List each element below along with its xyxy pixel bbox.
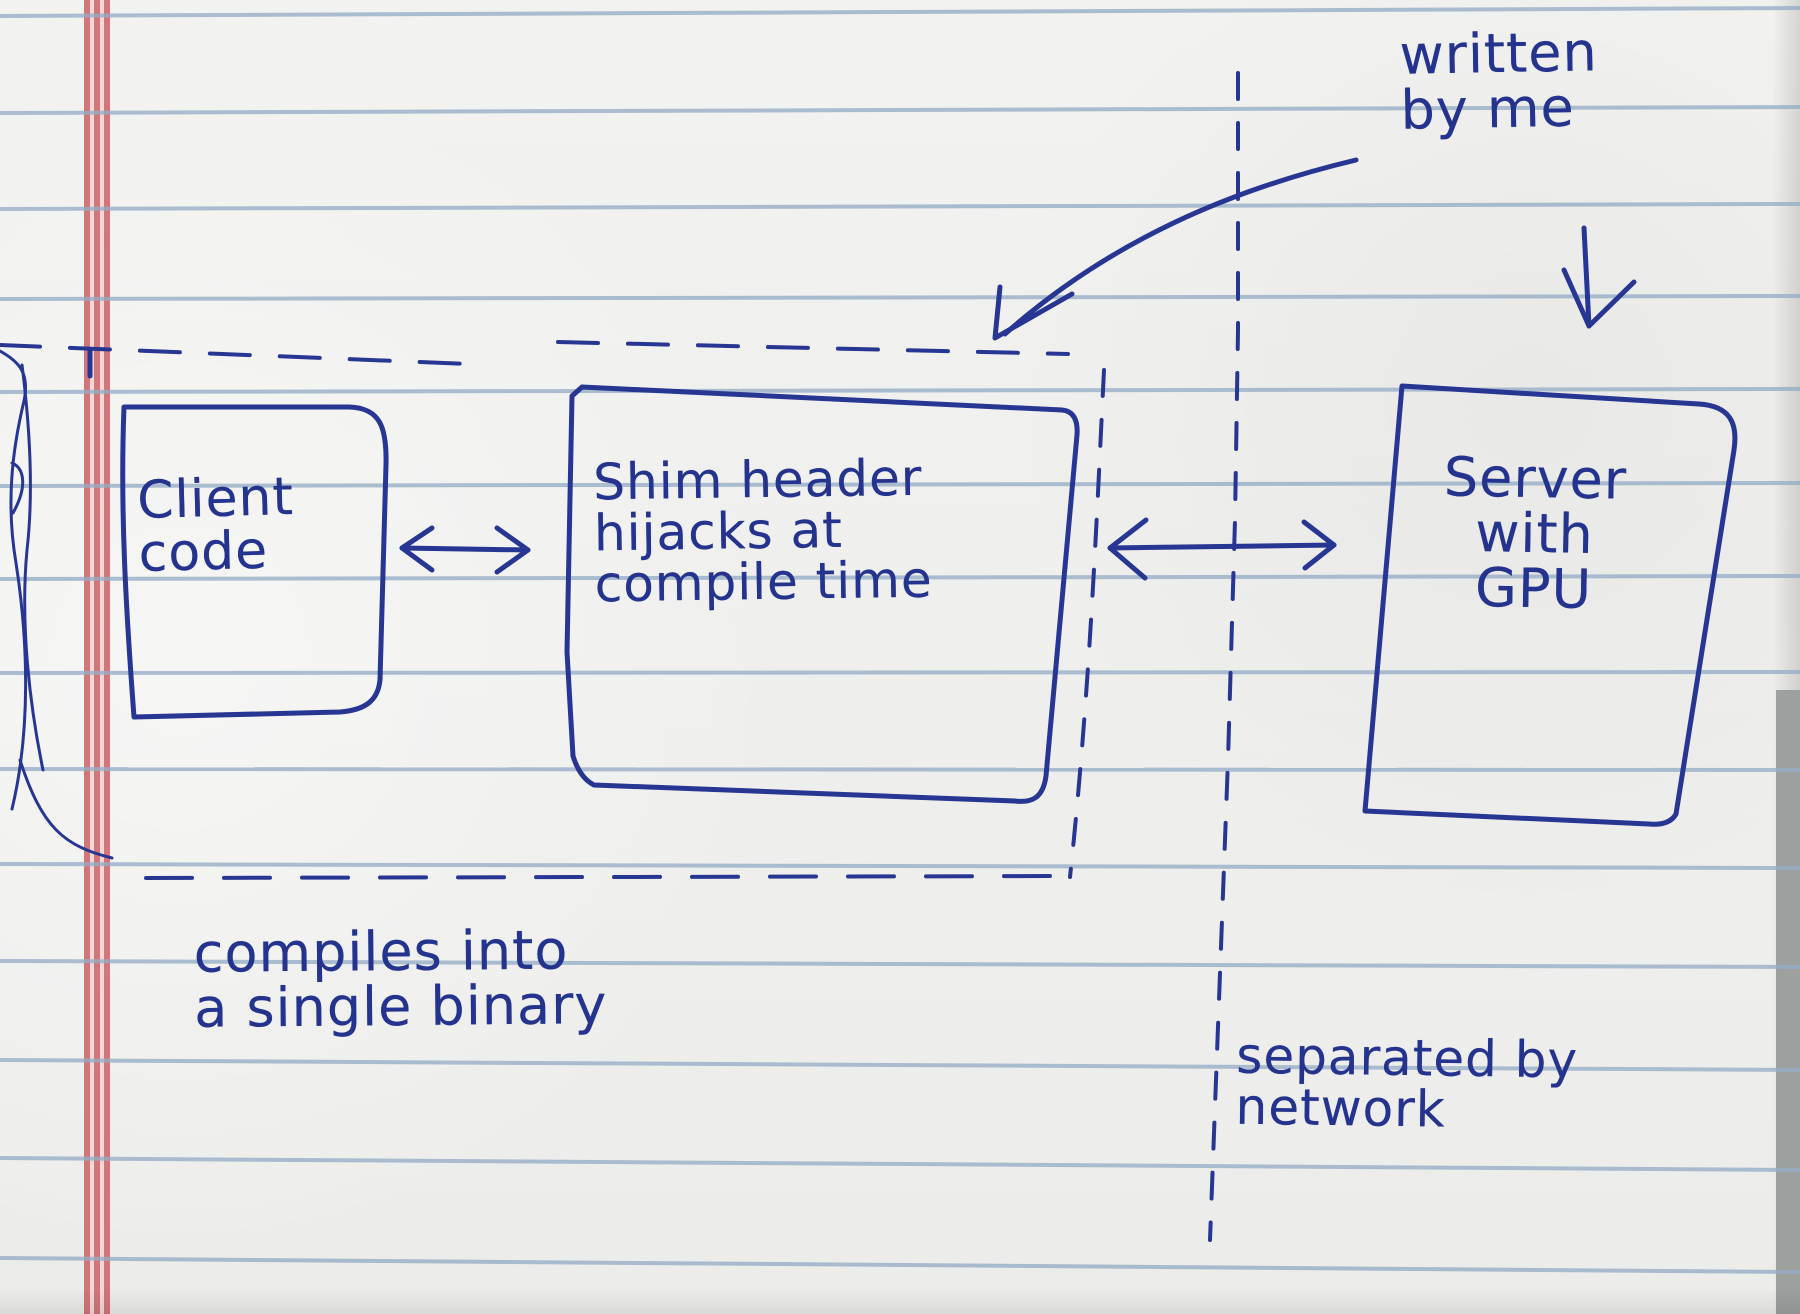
red-margin-lines [82,0,118,1314]
right-arrowhead [1301,519,1337,571]
author-pointers [992,157,1637,341]
right-arrowhead [494,525,531,575]
compiles-into-single-binary-note: compiles into a single binary [193,918,608,1040]
shim-block [564,384,1080,804]
network-separator [1208,71,1240,1242]
connector-arrows [399,517,1337,581]
network-dashed-line [1208,71,1240,1242]
binary-group-right-border [1068,368,1106,879]
ruled-line [0,1256,1800,1274]
client-box-outline [120,404,389,720]
curved-arrowhead [992,284,1075,341]
ruled-line [0,862,1800,870]
ruled-line [0,1058,1800,1072]
server-pointer-arrow [1581,225,1592,329]
shim-box-outline [564,384,1080,804]
binary-group-bottom-border [144,874,1074,880]
ruled-line [0,6,1800,18]
left-arrowhead [399,525,435,573]
ruled-line [0,670,1800,675]
server-block [1362,383,1738,827]
client-block [120,404,389,720]
left-edge-scribble [18,758,114,860]
left-scribbles [0,349,114,860]
ruled-line [0,574,1800,581]
ruled-line [0,481,1800,488]
server-gpu-label: Server with GPU [1443,445,1628,622]
client-shim-bidirectional-arrow [399,545,531,553]
ruled-lines [0,6,1800,1274]
binary-grouping [0,340,1106,880]
left-edge-scribble [20,363,45,772]
left-edge-scribble [10,461,25,515]
server-pointer-arrowhead [1561,267,1637,329]
ruled-line [0,105,1800,115]
client-code-label: Client code [136,466,295,585]
written-by-me-note: written by me [1398,20,1599,142]
separated-by-network-note: separated by network [1235,1026,1579,1139]
binary-group-top-border [0,340,1070,366]
shim-header-label: Shim header hijacks at compile time [592,448,934,614]
lower-right-background [1776,690,1800,1314]
left-arrowhead [1107,517,1149,581]
written-by-me-curved-arrow [1002,157,1359,337]
bottom-shadow [0,1288,1800,1314]
ruled-line [0,767,1800,772]
ruled-line [0,202,1800,211]
server-box-outline [1362,383,1738,827]
ruled-line [0,1156,1800,1172]
ruled-line [0,294,1800,301]
shim-server-bidirectional-arrow [1107,542,1337,551]
ruled-line [0,959,1800,969]
